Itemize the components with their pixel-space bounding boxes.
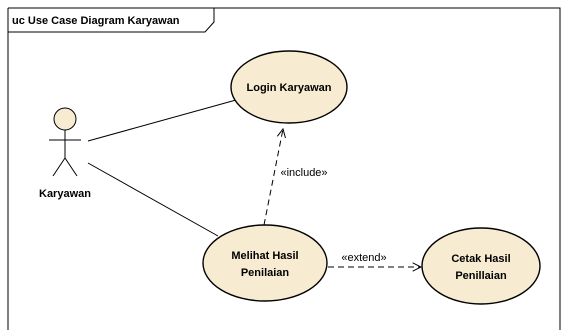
use-case-cetak-shape bbox=[421, 227, 541, 305]
use-case-melihat-label-line2: Penilaian bbox=[241, 267, 290, 279]
use-case-melihat-label-line1: Melihat Hasil bbox=[231, 250, 298, 262]
actor-right-leg bbox=[64, 157, 78, 177]
use-case-cetak-hasil-penillaian[interactable]: Cetak Hasil Penillaian bbox=[421, 227, 541, 305]
frame-title: uc Use Case Diagram Karyawan bbox=[12, 15, 180, 27]
frame-border-top-right bbox=[8, 7, 561, 330]
use-case-melihat-hasil-penilaian[interactable]: Melihat Hasil Penilaian bbox=[202, 224, 328, 302]
frame-title-tab bbox=[8, 8, 215, 33]
diagram-frame: uc Use Case Diagram Karyawan bbox=[7, 7, 561, 330]
use-case-login-shape bbox=[230, 50, 348, 124]
use-case-cetak-label-line2: Penillaian bbox=[455, 270, 507, 282]
association-actor-melihat bbox=[87, 162, 219, 237]
extend-label: «extend» bbox=[341, 252, 386, 264]
include-arrow bbox=[263, 129, 283, 226]
actor-label: Karyawan bbox=[39, 188, 91, 200]
actor-karyawan[interactable]: Karyawan bbox=[39, 107, 91, 200]
association-actor-login bbox=[87, 99, 237, 142]
include-label: «include» bbox=[280, 167, 327, 179]
use-case-cetak-label-line1: Cetak Hasil bbox=[451, 253, 510, 265]
use-case-login-label: Login Karyawan bbox=[247, 82, 332, 94]
use-case-melihat-shape bbox=[202, 224, 328, 302]
actor-left-leg bbox=[52, 157, 66, 177]
use-case-login-karyawan[interactable]: Login Karyawan bbox=[230, 50, 348, 124]
actor-head bbox=[53, 107, 77, 131]
